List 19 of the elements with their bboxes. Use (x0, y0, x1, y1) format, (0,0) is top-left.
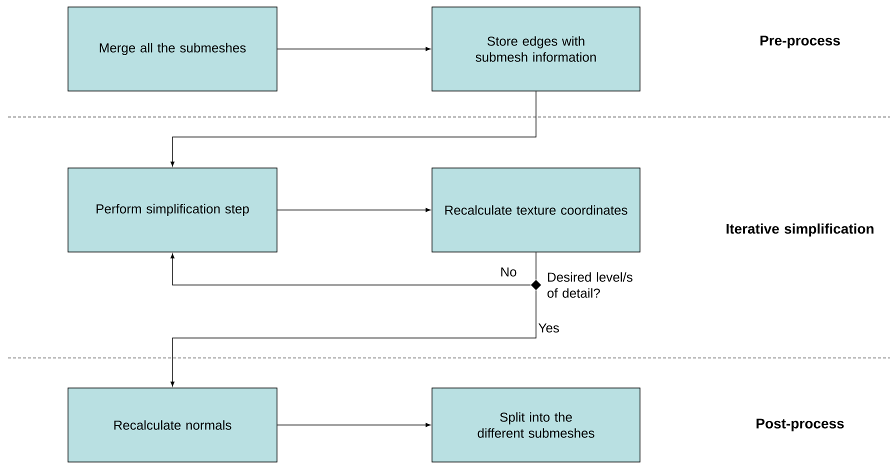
process-box: Split into the different submeshes (432, 388, 640, 462)
process-box: Recalculate normals (68, 388, 278, 462)
process-box: Perform simplification step (68, 168, 278, 252)
decision-label: Desired level/s of detail? (548, 272, 632, 298)
arrow (170, 253, 531, 286)
section-label: Iterative simplification (726, 223, 874, 237)
arrow (277, 423, 431, 427)
edge-label: Yes (537, 322, 560, 334)
section-label: Post-process (756, 418, 844, 432)
process-box: Store edges with submesh information (432, 6, 640, 92)
process-box: Recalculate texture coordinates (432, 168, 640, 252)
process-box: Merge all the submeshes (68, 6, 278, 92)
arrow (170, 290, 536, 387)
arrow (277, 208, 431, 212)
arrow (170, 91, 536, 167)
edge-label: No (499, 266, 518, 278)
decision-diamond (530, 280, 542, 290)
section-label: Pre-process (760, 36, 840, 48)
arrow (277, 47, 431, 51)
